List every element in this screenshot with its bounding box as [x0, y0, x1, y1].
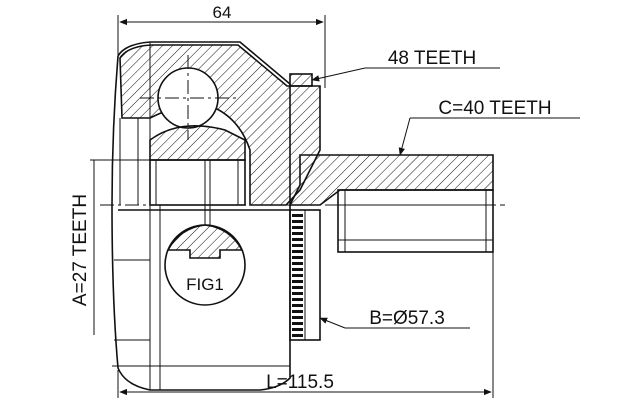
overall-length-text: L=115.5: [266, 372, 334, 393]
abs-tooth: [292, 268, 303, 271]
fig1-detail: FIG1: [164, 160, 246, 306]
abs-tooth: [292, 256, 303, 259]
abs-tooth: [292, 310, 303, 313]
abs-tooth: [292, 250, 303, 253]
callout-48-teeth: 48 TEETH: [311, 48, 500, 82]
abs-tooth: [292, 292, 303, 295]
abs-tooth: [292, 328, 303, 331]
dimension-64: 64: [117, 3, 326, 88]
abs-tooth: [292, 322, 303, 325]
abs-tooth: [292, 274, 303, 277]
abs-tooth: [292, 232, 303, 235]
abs-tooth: [292, 316, 303, 319]
callout-27-teeth: A=27 TEETH: [70, 159, 210, 335]
abs-diameter-text: B=Ø57.3: [369, 308, 445, 329]
fig1-label: FIG1: [186, 275, 224, 294]
abs-tooth: [292, 280, 303, 283]
abs-tooth: [292, 286, 303, 289]
abs-tooth: [292, 304, 303, 307]
abs-ring: [289, 209, 321, 341]
abs-tooth: [292, 238, 303, 241]
inner-teeth-text: A=27 TEETH: [70, 194, 91, 306]
outer-teeth-text: 48 TEETH: [388, 48, 476, 69]
callout-abs-diameter: B=Ø57.3: [319, 308, 470, 329]
outer-teeth-marker: [289, 73, 313, 87]
abs-tooth: [292, 244, 303, 247]
abs-tooth: [292, 334, 303, 337]
abs-tooth: [292, 214, 303, 217]
abs-tooth: [292, 298, 303, 301]
abs-tooth: [292, 262, 303, 265]
dim-64-text: 64: [213, 3, 232, 22]
abs-tooth: [292, 220, 303, 223]
callout-40-teeth: C=40 TEETH: [398, 98, 580, 156]
abs-tooth: [292, 226, 303, 229]
shaft-teeth-text: C=40 TEETH: [438, 98, 551, 119]
dimension-length: L=115.5: [117, 252, 494, 398]
